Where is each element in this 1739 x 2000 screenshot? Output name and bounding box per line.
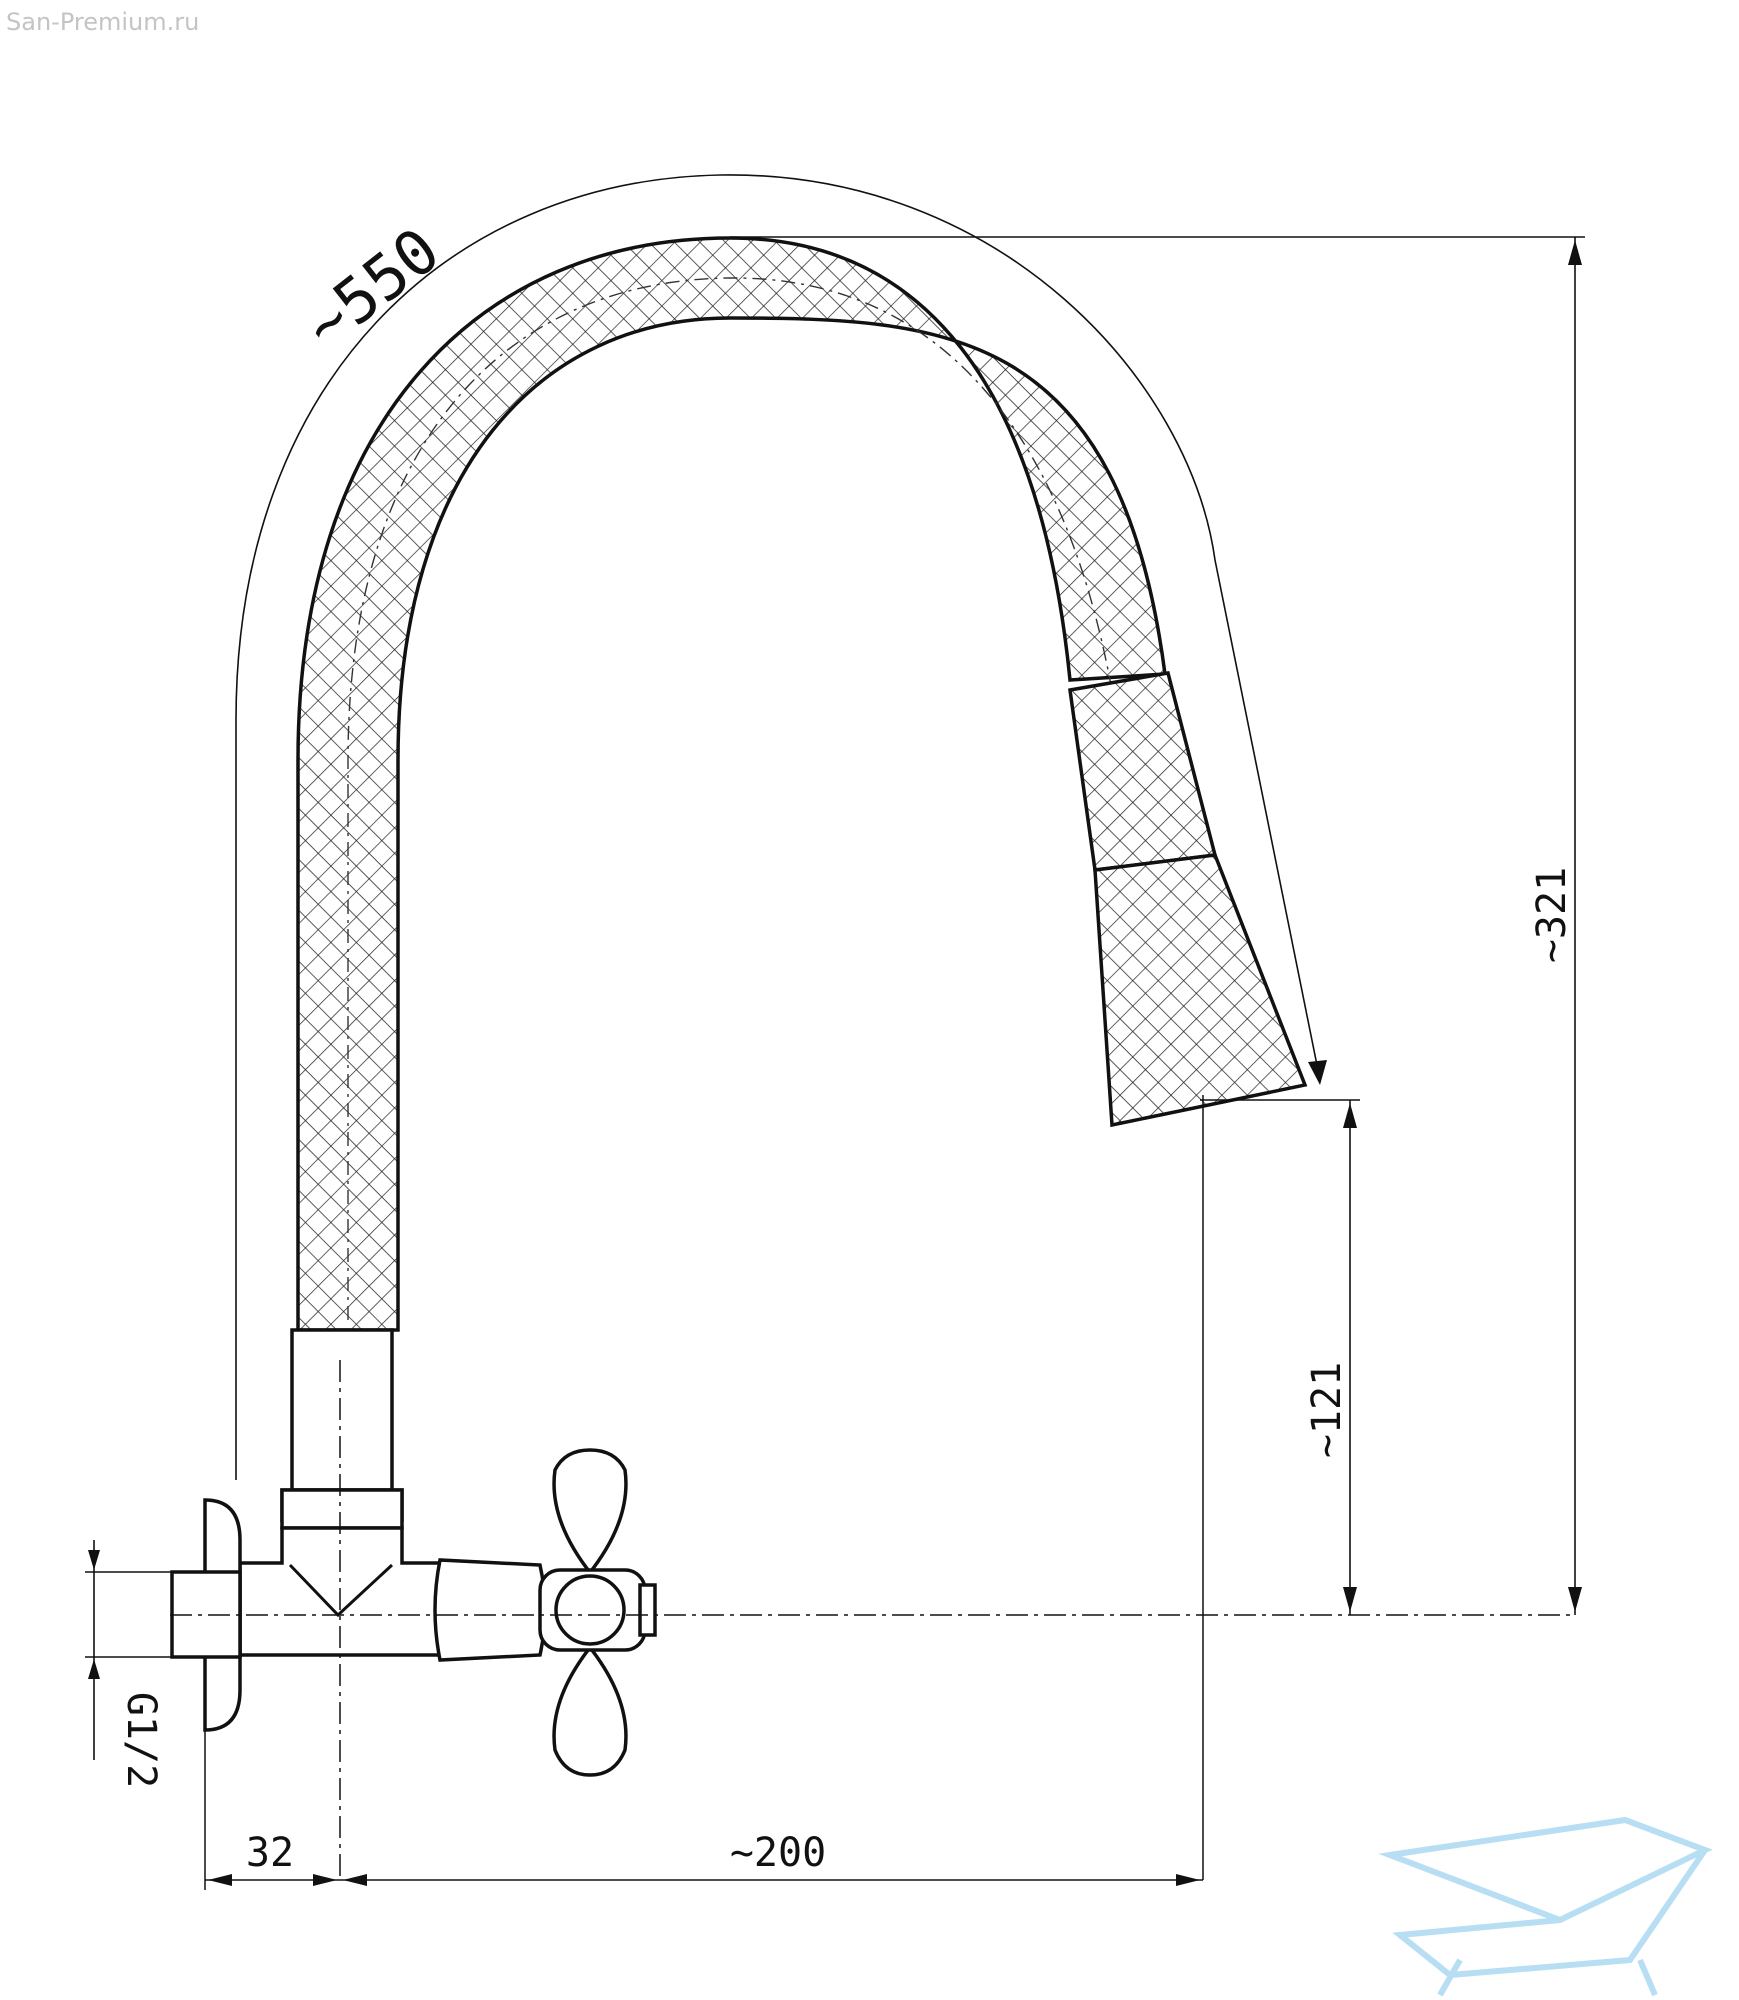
dim-arrow-200-right xyxy=(1176,1874,1200,1886)
dim-arrow-121-bottom xyxy=(1343,1587,1357,1612)
hose-centerline xyxy=(347,277,1201,1320)
dim-arrow-g12-top xyxy=(88,1550,100,1570)
brand-logo xyxy=(1378,1816,1713,1997)
reach-label: ~200 xyxy=(730,1830,826,1876)
spout-collar xyxy=(290,1328,394,1492)
wall-offset-label: 32 xyxy=(246,1830,294,1876)
total-height-label: ~321 xyxy=(1529,867,1575,963)
dim-arrow-200-left xyxy=(343,1874,367,1886)
hose-length-arc xyxy=(235,174,1321,1480)
watermark-text: San-Premium.ru xyxy=(6,8,200,36)
handle-cone xyxy=(433,1558,547,1662)
dim-arrow-32-right xyxy=(313,1874,337,1886)
flexible-hose xyxy=(296,236,1167,1332)
spray-head-lower xyxy=(1093,853,1308,1128)
cross-handle xyxy=(538,1448,657,1777)
dim-arrow-bottom xyxy=(1568,1587,1582,1612)
dim-arrow-32-left xyxy=(208,1874,232,1886)
arc-arrow-head xyxy=(1308,1060,1327,1085)
spout-base-ring xyxy=(280,1488,404,1530)
thread-label: G1/2 xyxy=(118,1692,164,1788)
dim-arrow-top xyxy=(1568,240,1582,265)
hose-length-label: ~550 xyxy=(290,213,453,362)
spray-head-upper xyxy=(1068,670,1218,872)
spout-height-label: ~121 xyxy=(1304,1362,1350,1458)
dim-arrow-g12-bottom xyxy=(88,1659,100,1679)
dim-arrow-121-top xyxy=(1343,1103,1357,1128)
